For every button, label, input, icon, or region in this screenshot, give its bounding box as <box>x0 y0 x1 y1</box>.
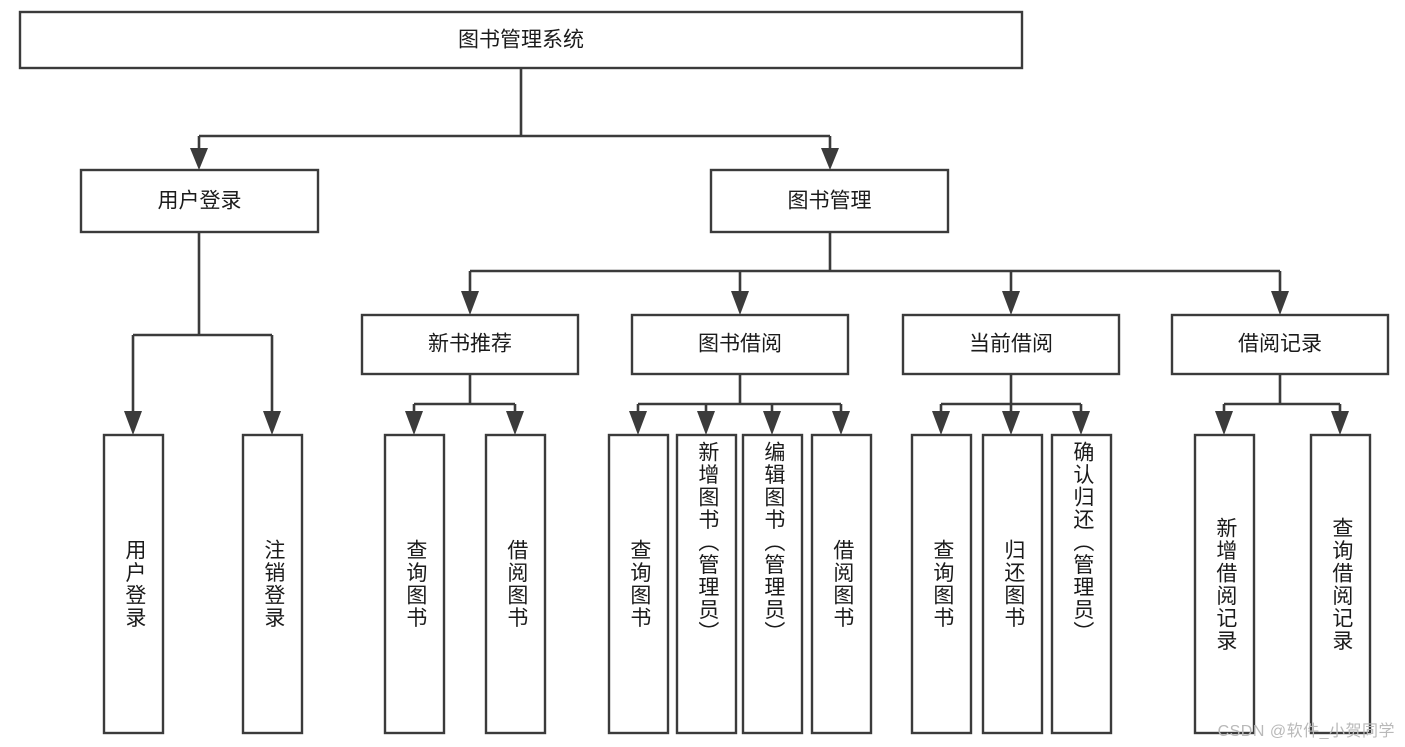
node-current-borrow-label: 当前借阅 <box>969 333 1053 356</box>
leaf-boxes <box>102 433 1372 735</box>
arrow-leaf-edit-book <box>763 411 781 435</box>
arrow-current-borrow <box>1002 291 1020 315</box>
connector-group-borrow-record-leaves <box>1215 374 1349 435</box>
node-book-manage[interactable]: 图书管理 <box>709 168 950 234</box>
node-book-borrow-box[interactable] <box>630 313 850 376</box>
node-new-book-recommend-label: 新书推荐 <box>428 333 512 356</box>
leaf-box-add-record[interactable] <box>1193 433 1256 735</box>
arrow-leaf-query-book-1 <box>405 411 423 435</box>
node-user-login-label: 用户登录 <box>158 190 242 213</box>
leaf-box-query-book-3[interactable] <box>910 433 973 735</box>
node-book-borrow-label: 图书借阅 <box>698 333 782 356</box>
node-root-box[interactable] <box>18 10 1024 70</box>
connector-group-current-borrow-leaves <box>932 374 1090 435</box>
csdn-watermark: CSDN @软件_小贺同学 <box>1217 723 1395 740</box>
leaf-box-query-record[interactable] <box>1309 433 1372 735</box>
leaf-box-confirm-return[interactable] <box>1050 433 1113 735</box>
node-current-borrow[interactable]: 当前借阅 <box>901 313 1121 376</box>
leaf-box-borrow-book-2[interactable] <box>810 433 873 735</box>
arrow-user-login <box>190 148 208 170</box>
node-current-borrow-box[interactable] <box>901 313 1121 376</box>
leaf-box-borrow-book-1[interactable] <box>484 433 547 735</box>
node-new-book-recommend-box[interactable] <box>360 313 580 376</box>
node-book-borrow[interactable]: 图书借阅 <box>630 313 850 376</box>
node-borrow-record-label: 借阅记录 <box>1238 333 1322 356</box>
node-user-login[interactable]: 用户登录 <box>79 168 320 234</box>
leaf-box-user-login[interactable] <box>102 433 165 735</box>
arrow-new-book-recommend <box>461 291 479 315</box>
arrow-book-borrow <box>731 291 749 315</box>
arrow-leaf-user-logout <box>263 411 281 435</box>
connector-group-root-to-level2 <box>190 68 839 170</box>
node-borrow-record[interactable]: 借阅记录 <box>1170 313 1390 376</box>
arrow-leaf-add-book <box>697 411 715 435</box>
arrow-leaf-add-record <box>1215 411 1233 435</box>
arrow-leaf-confirm-return <box>1072 411 1090 435</box>
node-borrow-record-box[interactable] <box>1170 313 1390 376</box>
leaf-box-add-book[interactable] <box>675 433 738 735</box>
connector-group-user-login-leaves <box>124 232 281 435</box>
arrow-leaf-borrow-book-1 <box>506 411 524 435</box>
node-root-label: 图书管理系统 <box>458 29 584 52</box>
leaf-box-edit-book[interactable] <box>741 433 804 735</box>
leaf-box-query-book-1[interactable] <box>383 433 446 735</box>
leaf-box-query-book-2[interactable] <box>607 433 670 735</box>
connector-group-new-book-leaves <box>405 374 524 435</box>
arrow-leaf-query-book-2 <box>629 411 647 435</box>
arrow-leaf-query-record <box>1331 411 1349 435</box>
arrow-leaf-query-book-3 <box>932 411 950 435</box>
arrow-borrow-record <box>1271 291 1289 315</box>
node-book-manage-box[interactable] <box>709 168 950 234</box>
arrow-leaf-borrow-book-2 <box>832 411 850 435</box>
leaf-box-user-logout[interactable] <box>241 433 304 735</box>
node-root[interactable]: 图书管理系统 <box>18 10 1024 70</box>
arrow-leaf-return-book <box>1002 411 1020 435</box>
arrow-book-manage <box>821 148 839 170</box>
leaf-box-return-book[interactable] <box>981 433 1044 735</box>
node-user-login-box[interactable] <box>79 168 320 234</box>
node-book-manage-label: 图书管理 <box>788 190 872 213</box>
connector-group-book-borrow-leaves <box>629 374 850 435</box>
node-new-book-recommend[interactable]: 新书推荐 <box>360 313 580 376</box>
arrow-leaf-user-login <box>124 411 142 435</box>
connector-group-book-manage-to-level3 <box>461 232 1289 315</box>
